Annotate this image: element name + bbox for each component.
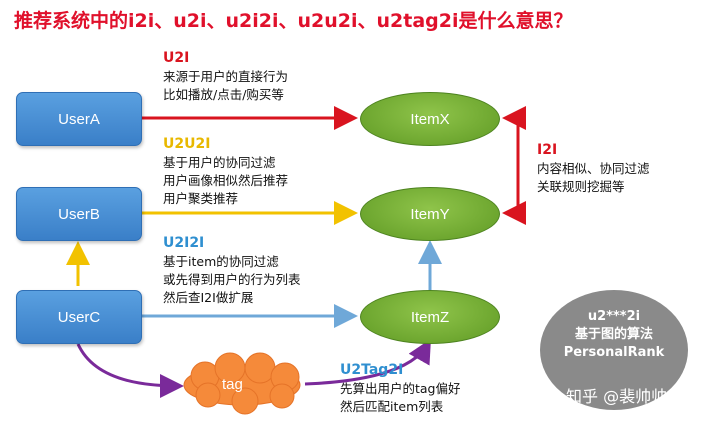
label-u2tag2i-line: 然后匹配item列表	[340, 399, 444, 414]
edge-i2i-bracket-top	[502, 106, 526, 215]
label-i2i-line: 关联规则挖掘等	[537, 179, 625, 194]
tag-cloud-shape	[183, 352, 301, 415]
label-u2u2i-line: 基于用户的协同过滤	[163, 155, 276, 170]
edge-tag-itemz	[304, 338, 431, 386]
edge-userc-tag	[76, 343, 184, 398]
label-i2i-line: 内容相似、协同过滤	[537, 161, 650, 176]
badge-line: PersonalRank	[563, 345, 665, 360]
node-userc: UserC	[16, 290, 142, 344]
label-u2tag2i: U2Tag2I 先算出用户的tag偏好 然后匹配item列表	[340, 360, 461, 416]
label-u2i2i-head: U2I2I	[163, 235, 205, 251]
watermark: 知乎 @裴帅帅	[566, 387, 668, 406]
label-i2i-head: I2I	[537, 142, 558, 158]
label-u2u2i-line: 用户聚类推荐	[163, 191, 239, 206]
label-u2i2i-line: 基于item的协同过滤	[163, 254, 279, 269]
node-itemy: ItemY	[360, 187, 500, 241]
node-userb: UserB	[16, 187, 142, 241]
label-u2i2i-line: 然后查I2I做扩展	[163, 290, 254, 305]
page-title: 推荐系统中的i2i、u2i、u2i2i、u2u2i、u2tag2i是什么意思？	[14, 10, 573, 32]
badge-line: 基于图的算法	[574, 327, 653, 342]
label-u2i-line: 来源于用户的直接行为	[163, 69, 289, 84]
label-u2tag2i-head: U2Tag2I	[340, 362, 404, 378]
label-u2u2i: U2U2I 基于用户的协同过滤 用户画像相似然后推荐 用户聚类推荐	[163, 134, 288, 208]
label-u2u2i-head: U2U2I	[163, 136, 211, 152]
node-itemz: ItemZ	[360, 290, 500, 344]
node-usera: UserA	[16, 92, 142, 146]
badge-line: u2***2i	[587, 309, 641, 324]
label-u2i2i: U2I2I 基于item的协同过滤 或先得到用户的行为列表 然后查I2I做扩展	[163, 233, 301, 307]
label-u2i2i-line: 或先得到用户的行为列表	[163, 272, 301, 287]
graph-algorithm-badge: u2***2i 基于图的算法 PersonalRank	[540, 290, 688, 410]
label-u2u2i-line: 用户画像相似然后推荐	[163, 173, 289, 188]
label-i2i: I2I 内容相似、协同过滤 关联规则挖掘等	[537, 140, 650, 196]
label-u2i-line: 比如播放/点击/购买等	[163, 87, 284, 102]
node-tag: tag	[222, 376, 243, 393]
node-itemx: ItemX	[360, 92, 500, 146]
label-u2tag2i-line: 先算出用户的tag偏好	[340, 381, 461, 396]
label-u2i-head: U2I	[163, 50, 190, 66]
label-u2i: U2I 来源于用户的直接行为 比如播放/点击/购买等	[163, 48, 288, 104]
